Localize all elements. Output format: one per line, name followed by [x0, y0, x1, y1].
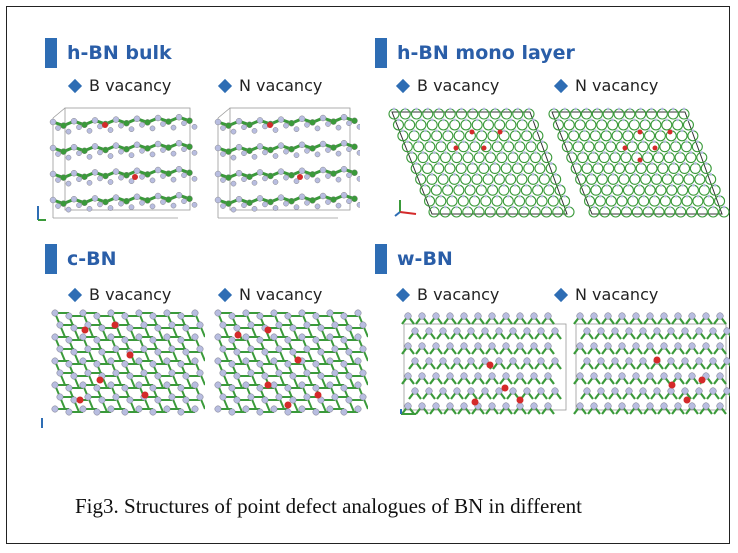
axis-indicator-icon — [41, 418, 43, 428]
variant-text: B vacancy — [89, 76, 172, 95]
variant-label-n-vacancy: N vacancy — [553, 76, 659, 95]
variant-label-b-vacancy: B vacancy — [395, 76, 500, 95]
variant-text: N vacancy — [239, 285, 323, 304]
title-marker — [375, 38, 387, 68]
variant-text: B vacancy — [417, 76, 500, 95]
diamond-bullet-icon — [67, 78, 83, 93]
diamond-bullet-icon — [395, 287, 411, 302]
variant-text: N vacancy — [575, 285, 659, 304]
h-bn-monolayer-b-vacancy-structure — [388, 107, 575, 218]
section-title-text: w-BN — [397, 248, 453, 270]
h-bn-monolayer-n-vacancy-structure — [548, 107, 730, 218]
variant-text: N vacancy — [239, 76, 323, 95]
title-marker — [375, 244, 387, 274]
h-bn-bulk-b-vacancy-structure — [49, 107, 198, 219]
section-title-w-bn: w-BN — [375, 244, 453, 274]
diamond-bullet-icon — [553, 287, 569, 302]
variant-text: B vacancy — [89, 285, 172, 304]
variant-label-n-vacancy: N vacancy — [553, 285, 659, 304]
diamond-bullet-icon — [553, 78, 569, 93]
diamond-bullet-icon — [217, 287, 233, 302]
title-marker — [45, 244, 57, 274]
variant-label-b-vacancy: B vacancy — [67, 285, 172, 304]
variant-label-b-vacancy: B vacancy — [67, 76, 172, 95]
section-title-h-bn-mono-layer: h-BN mono layer — [375, 38, 575, 68]
variant-label-n-vacancy: N vacancy — [217, 285, 323, 304]
section-title-text: c-BN — [67, 248, 117, 270]
diamond-bullet-icon — [67, 287, 83, 302]
variant-label-b-vacancy: B vacancy — [395, 285, 500, 304]
variant-text: N vacancy — [575, 76, 659, 95]
c-bn-n-vacancy-structure — [214, 309, 368, 416]
axis-indicator-icon — [400, 409, 416, 415]
section-title-h-bn-bulk: h-BN bulk — [45, 38, 172, 68]
section-title-text: h-BN mono layer — [397, 42, 575, 64]
figure-frame — [6, 6, 730, 544]
w-bn-n-vacancy-structure — [573, 312, 730, 415]
diamond-bullet-icon — [217, 78, 233, 93]
figure-caption: Fig3. Structures of point defect analogu… — [75, 494, 582, 518]
axis-indicator-icon — [394, 200, 417, 217]
section-title-c-bn: c-BN — [45, 244, 117, 274]
w-bn-b-vacancy-structure — [401, 312, 567, 415]
section-title-text: h-BN bulk — [67, 42, 172, 64]
variant-label-n-vacancy: N vacancy — [217, 76, 323, 95]
c-bn-b-vacancy-structure — [51, 309, 205, 416]
axis-indicator-icon — [37, 206, 46, 221]
diamond-bullet-icon — [395, 78, 411, 93]
h-bn-bulk-n-vacancy-structure — [214, 107, 360, 219]
title-marker — [45, 38, 57, 68]
variant-text: B vacancy — [417, 285, 500, 304]
